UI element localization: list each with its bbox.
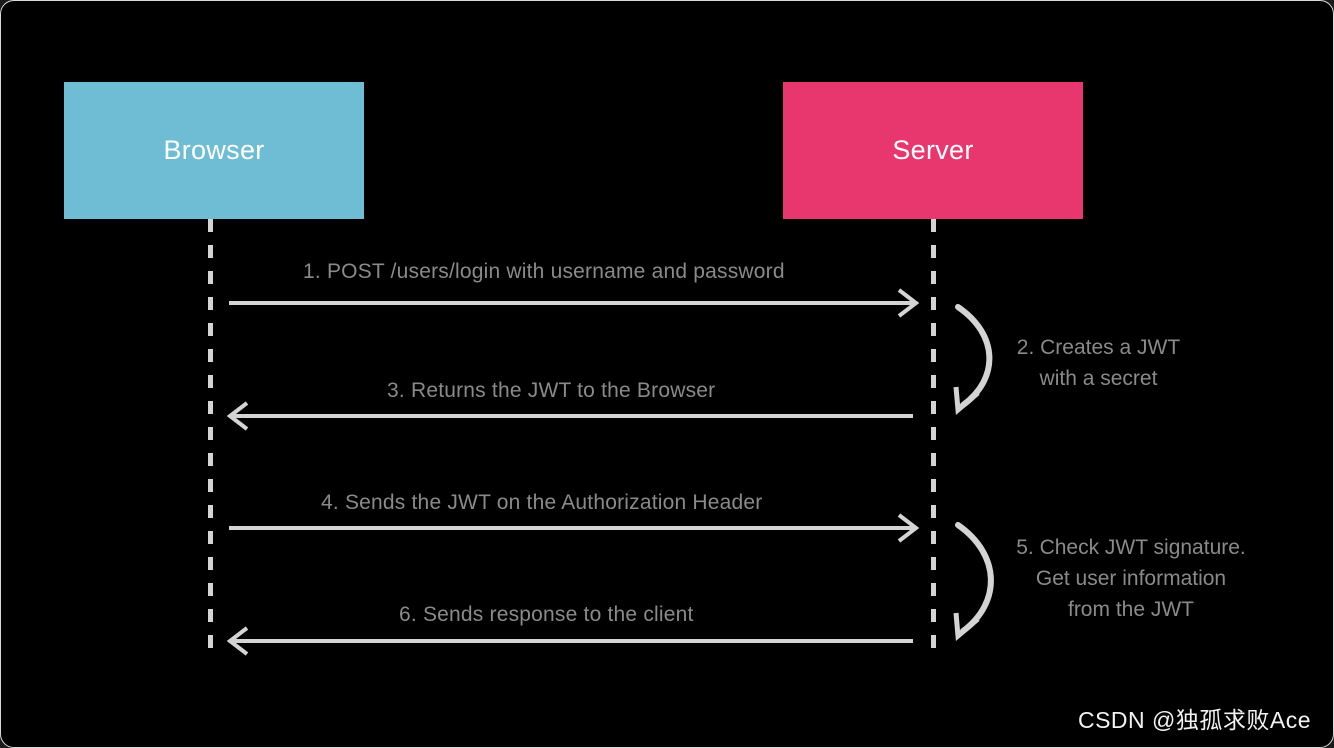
message-label-5: 5. Check JWT signature. Get user informa… [1016, 536, 1246, 621]
message-selfloop-2-head [953, 386, 980, 416]
message-selfloop-2 [953, 304, 993, 416]
lifeline-browser [208, 219, 213, 659]
message-arrow-6 [226, 626, 913, 656]
participant-label-server: Server [892, 135, 974, 165]
message-selfloop-5-curve [955, 522, 994, 634]
message-arrow-1-head [897, 288, 920, 318]
message-selfloop-5-head [953, 612, 980, 642]
message-label-6: 6. Sends response to the client [399, 603, 694, 626]
message-arrow-6-head [226, 626, 249, 656]
message-arrow-3-head [226, 401, 249, 431]
message-selfloop-5 [953, 522, 994, 642]
message-label-4: 4. Sends the JWT on the Authorization He… [321, 491, 763, 514]
message-label-1: 1. POST /users/login with username and p… [303, 260, 785, 283]
message-arrow-1 [229, 288, 920, 318]
message-arrow-4-head [897, 513, 920, 543]
message-label-3: 3. Returns the JWT to the Browser [387, 379, 716, 402]
participant-box-server: Server [783, 82, 1083, 219]
message-arrow-3 [226, 401, 913, 431]
participant-box-browser: Browser [64, 82, 364, 219]
message-label-2: 2. Creates a JWT with a secret [1016, 336, 1181, 390]
watermark-text: CSDN @独孤求败Ace [1077, 707, 1311, 733]
lifeline-server [931, 219, 936, 659]
message-selfloop-2-curve [955, 304, 993, 408]
participant-label-browser: Browser [163, 135, 265, 165]
message-arrow-4 [229, 513, 920, 543]
